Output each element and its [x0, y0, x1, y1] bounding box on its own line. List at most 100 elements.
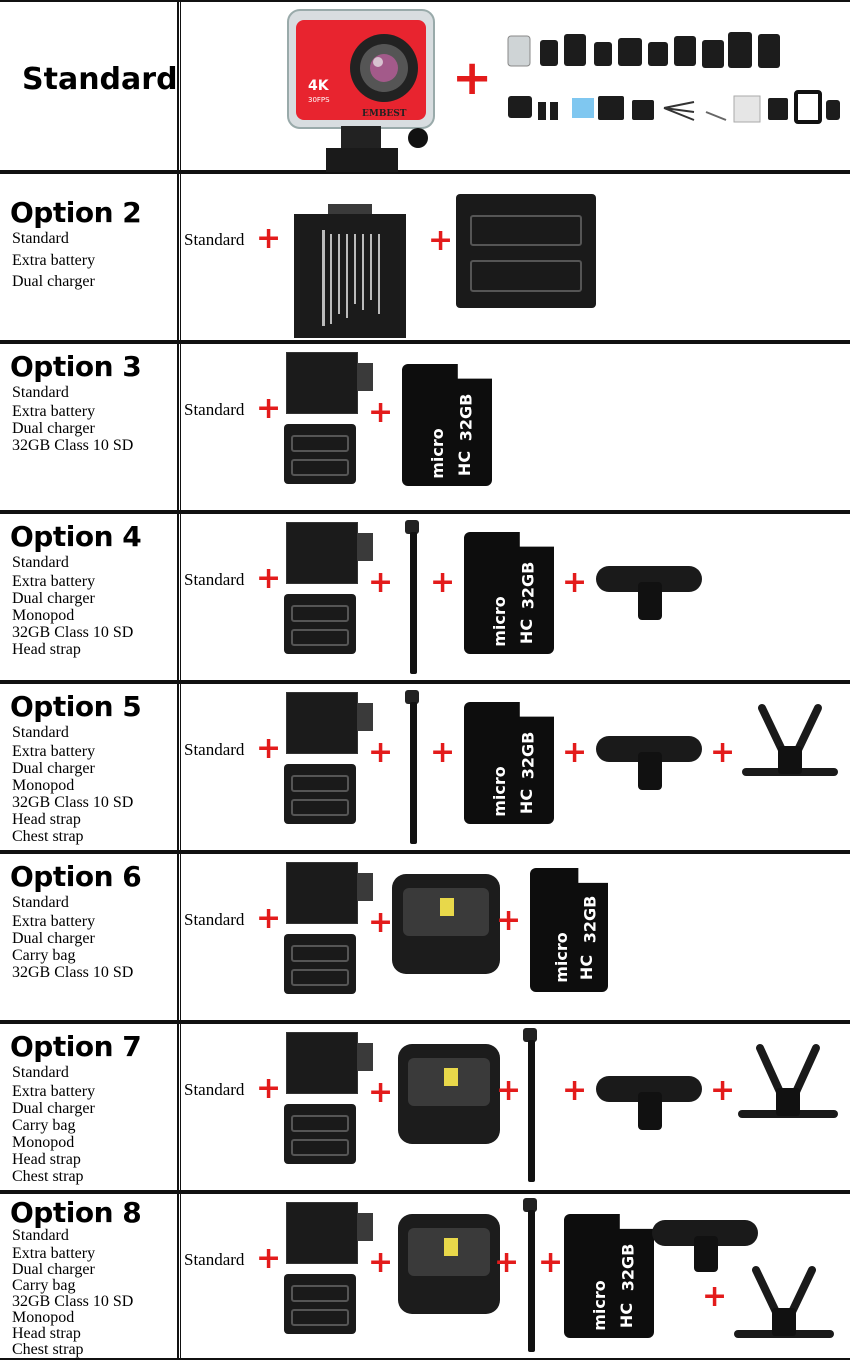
list-item: Standard [12, 230, 69, 247]
monopod-image [514, 1026, 544, 1186]
action-camera-image: 4K 30FPS EMBEST [286, 8, 436, 172]
plus-icon: + [256, 731, 282, 766]
microsd-card-image: 32GB micro HC [564, 1214, 654, 1338]
camera-brand-label: EMBEST [362, 109, 407, 119]
plus-icon: + [368, 1245, 394, 1280]
plus-icon: + [428, 223, 454, 258]
battery-image [286, 692, 373, 754]
list-item: Dual charger [12, 273, 95, 290]
battery-image [286, 862, 373, 924]
option-item-list: Standard Extra battery Dual charger Carr… [12, 1064, 95, 1185]
plus-icon: + [256, 1241, 282, 1276]
dual-charger-image [284, 424, 356, 484]
standard-title: Standard [22, 62, 178, 97]
plus-icon: + [256, 1071, 282, 1106]
standard-label: Standard [184, 1250, 245, 1269]
standard-label: Standard [184, 570, 245, 589]
option-row-5: Option 5 Standard Extra battery Dual cha… [0, 682, 850, 852]
plus-icon: + [256, 901, 282, 936]
camera-fps-label: 30FPS [308, 96, 330, 104]
option-item-list: Standard Extra battery Dual charger Carr… [12, 1228, 133, 1358]
option-row-2: Option 2 Standard Extra battery Dual cha… [0, 172, 850, 342]
standard-row: Standard 4K 30FPS EMBEST + [0, 0, 850, 172]
plus-icon: + [452, 50, 493, 106]
option-title: Option 2 [10, 196, 142, 229]
option-item-list: Standard Extra battery Dual charger Carr… [12, 894, 133, 981]
dual-charger-image [284, 1104, 356, 1164]
standard-label: Standard [184, 230, 245, 249]
option-item-list: Standard Extra battery Dual charger [12, 230, 95, 290]
head-strap-image [596, 712, 702, 792]
head-strap-image [652, 1198, 758, 1274]
column-divider [177, 1194, 181, 1358]
option-item-list: Standard Extra battery Dual charger Mono… [12, 724, 133, 845]
plus-icon: + [256, 391, 282, 426]
battery-image [286, 522, 373, 584]
sd-capacity-label: 32GB [518, 561, 538, 610]
list-item: 32GB Class 10 SD [12, 437, 134, 454]
dual-charger-image [284, 1274, 356, 1334]
microsd-card-image: 32GB micro HC [464, 532, 554, 654]
plus-icon: + [368, 395, 394, 430]
dual-charger-image [456, 194, 596, 308]
list-item: Extra battery [12, 913, 96, 930]
battery-image [286, 1032, 373, 1094]
option-title: Option 6 [10, 860, 142, 893]
option-title: Option 4 [10, 520, 142, 553]
list-item: Monopod [12, 777, 75, 794]
list-item: Dual charger [12, 1261, 95, 1278]
list-item: Carry bag [12, 947, 76, 964]
list-item: Monopod [12, 1134, 75, 1151]
camera-4k-label: 4K [308, 78, 330, 94]
battery-image [286, 352, 373, 414]
list-item: Carry bag [12, 1117, 76, 1134]
list-item: Chest strap [12, 1168, 84, 1185]
standard-label: Standard [184, 1080, 245, 1099]
dual-charger-image [284, 934, 356, 994]
plus-icon: + [496, 1073, 522, 1108]
dual-charger-image [284, 764, 356, 824]
list-item: 32GB Class 10 SD [12, 794, 134, 811]
sd-brand-label: micro [589, 1280, 609, 1331]
list-item: Head strap [12, 811, 81, 828]
list-item: Dual charger [12, 420, 95, 437]
plus-icon: + [496, 903, 522, 938]
list-item: 32GB Class 10 SD [12, 624, 134, 641]
option-title: Option 5 [10, 690, 142, 723]
head-strap-image [596, 1052, 702, 1132]
plus-icon: + [562, 565, 588, 600]
standard-label: Standard [184, 910, 245, 929]
plus-icon: + [710, 1073, 736, 1108]
list-item: Extra battery [12, 573, 96, 590]
list-item: Extra battery [12, 403, 96, 420]
plus-icon: + [368, 565, 394, 600]
list-item: Extra battery [12, 1245, 96, 1262]
option-item-list: Standard Extra battery Dual charger 32GB… [12, 384, 133, 454]
column-divider [177, 514, 181, 680]
list-item: 32GB Class 10 SD [12, 1293, 134, 1310]
list-item: Dual charger [12, 590, 95, 607]
option-row-8: Option 8 Standard Extra battery Dual cha… [0, 1192, 850, 1360]
list-item: Standard [12, 724, 69, 741]
plus-icon: + [430, 735, 456, 770]
sd-capacity-label: 32GB [456, 393, 476, 442]
sd-brand-label: micro [427, 428, 447, 479]
list-item: Monopod [12, 1309, 75, 1326]
sd-hc-label: HC [617, 1302, 637, 1329]
plus-icon: + [256, 561, 282, 596]
plus-icon: + [368, 1075, 394, 1110]
plus-icon: + [494, 1245, 520, 1280]
microsd-card-image: 32GB micro HC [402, 364, 492, 486]
list-item: Extra battery [12, 1083, 96, 1100]
carry-bag-image [392, 874, 500, 974]
option-row-6: Option 6 Standard Extra battery Dual cha… [0, 852, 850, 1022]
chest-strap-image [738, 1042, 838, 1134]
list-item: Standard [12, 1064, 69, 1081]
battery-image [286, 1202, 373, 1264]
option-title: Option 8 [10, 1196, 142, 1229]
column-divider [177, 174, 181, 340]
list-item: Head strap [12, 1151, 81, 1168]
plus-icon: + [710, 735, 736, 770]
plus-icon: + [538, 1245, 564, 1280]
list-item: Standard [12, 384, 69, 401]
